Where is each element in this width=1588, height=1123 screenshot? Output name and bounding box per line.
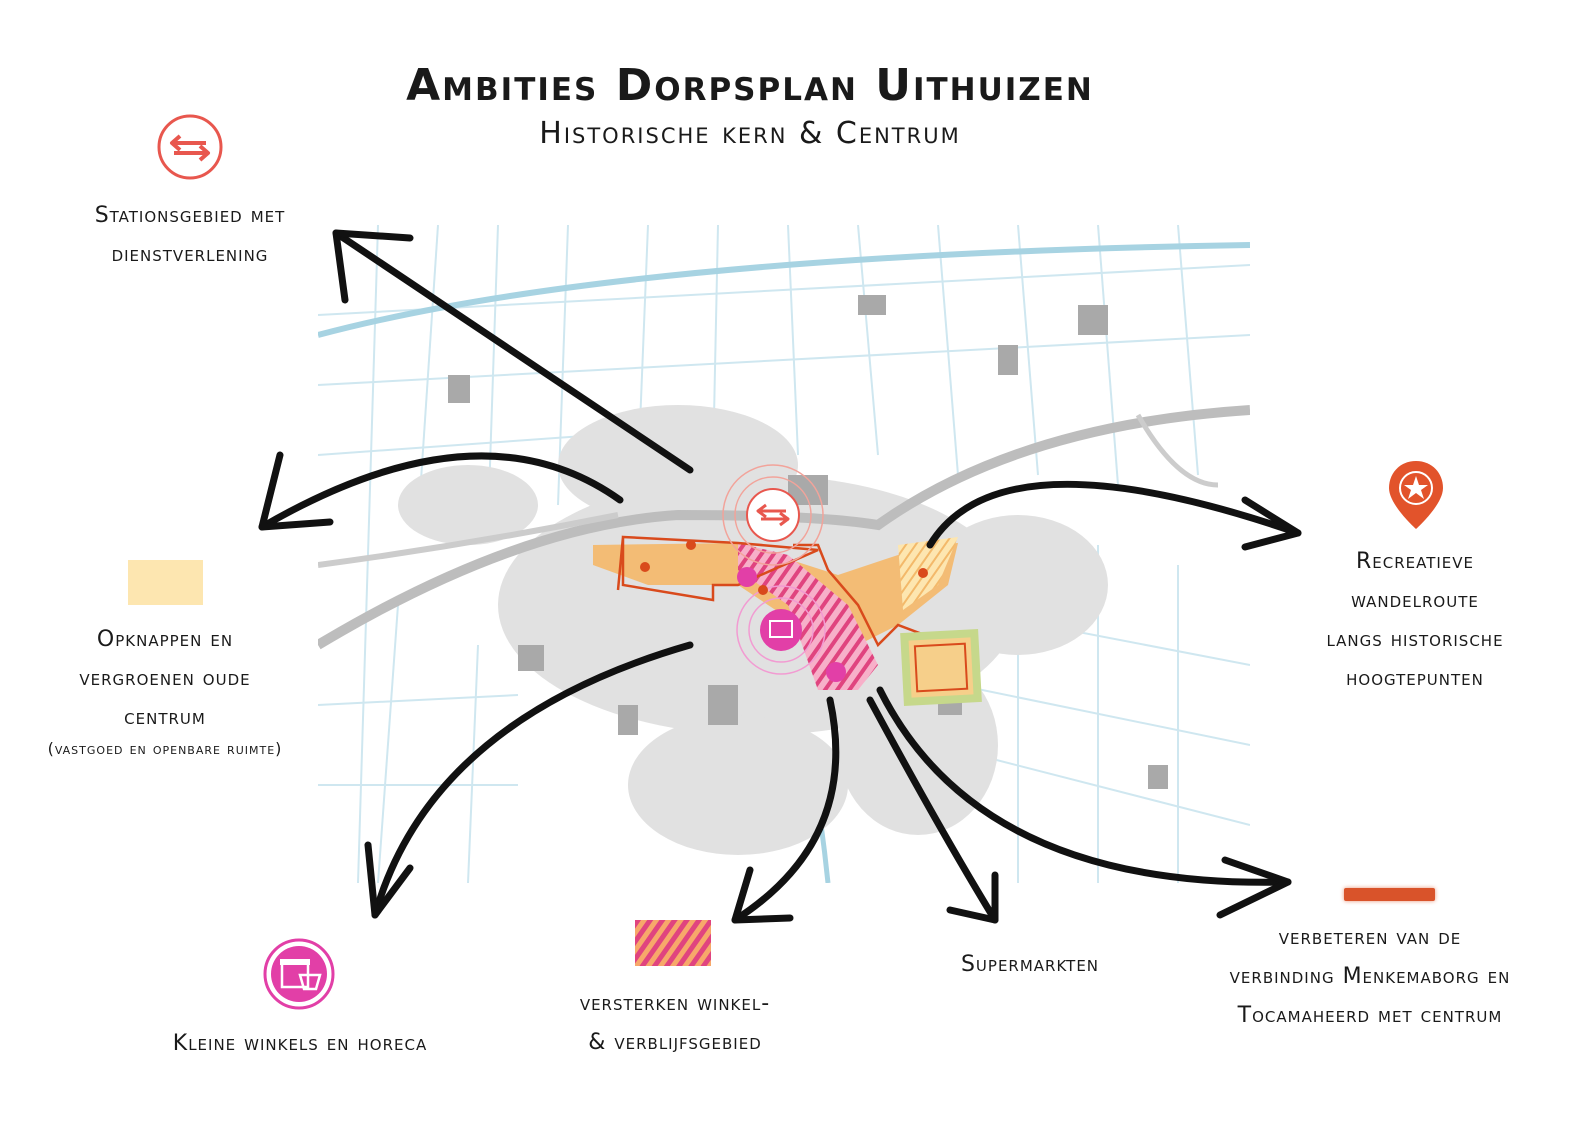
pink-hatch-swatch [635,920,711,966]
label-connection-line3: Tocamaheerd met centrum [1237,1003,1503,1028]
label-old-centre-line2: vergroenen oude [79,666,251,691]
label-old-centre-note: (vastgoed en openbare ruimte) [47,739,283,758]
label-connection: verbeteren van de verbinding Menkemaborg… [1175,918,1565,1035]
label-station-line1: Stationsgebied met [94,203,286,228]
shopping-area-hatch [738,543,878,690]
label-supermarkets: Supermarkten [910,945,1150,984]
old-centre-swatch [128,560,203,605]
village-map [318,225,1250,883]
label-shopping-area-line1: versterken winkel- [579,991,771,1016]
label-walk-route-line3: langs historische [1326,627,1504,652]
supermarket-markers [737,567,846,682]
shop-basket-icon [263,938,335,1010]
page-title: Ambities Dorpsplan Uithuizen [406,60,1094,111]
station-marker [722,464,824,566]
page-subtitle: Historische kern & Centrum [539,116,961,151]
walk-route [616,535,819,602]
label-connection-line1: verbeteren van de [1278,925,1462,950]
old-centre-hatch [898,537,958,610]
label-walk-route: Recreatieve wandelroute langs historisch… [1270,542,1560,698]
label-walk-route-line1: Recreatieve [1355,549,1475,574]
red-line-swatch [1344,888,1435,901]
label-old-centre-line3: centrum [124,705,206,730]
label-walk-route-line4: hoogtepunten [1346,666,1484,691]
label-shopping-area-line2: & verblijfsgebied [588,1030,762,1055]
arrowhead-walk-route [1241,496,1302,551]
label-small-shops-line1: Kleine winkels en horeca [172,1031,428,1056]
label-small-shops: Kleine winkels en horeca [120,1024,480,1063]
label-station: Stationsgebied met dienstverlening [40,196,340,274]
ns-train-logo-icon [157,114,223,180]
location-pin-star-icon [1389,461,1443,529]
label-shopping-area: versterken winkel- & verblijfsgebied [520,984,830,1062]
label-old-centre-line1: Opknappen en [96,627,234,652]
historic-pins [640,540,928,595]
label-old-centre: Opknappen en vergroenen oude centrum (va… [15,620,315,761]
label-station-line2: dienstverlening [111,242,269,267]
shop-marker [736,585,826,675]
label-walk-route-line2: wandelroute [1351,588,1479,613]
label-supermarkets-line1: Supermarkten [960,952,1100,977]
label-connection-line2: verbinding Menkemaborg en [1229,964,1511,989]
